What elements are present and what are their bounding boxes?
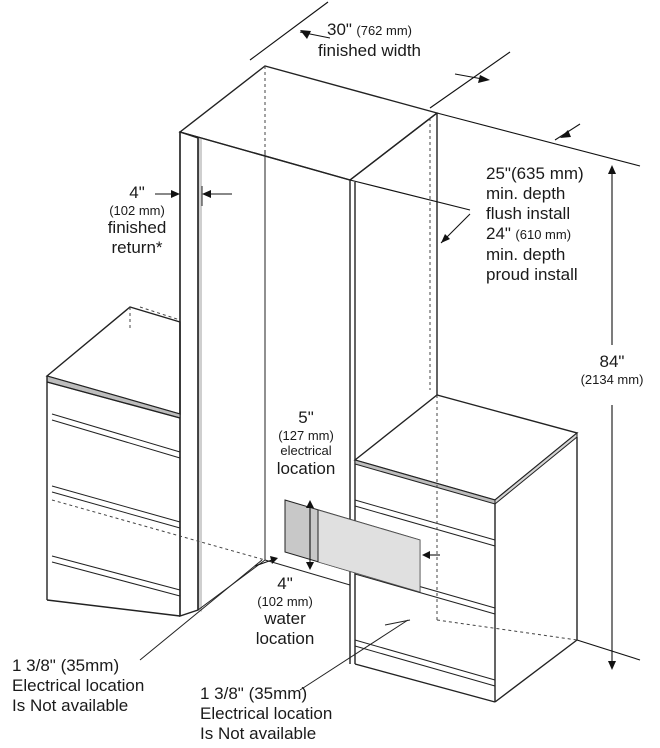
water-label: 4" (102 mm) water location [240, 574, 330, 649]
electrical-dim: 5" [298, 408, 314, 427]
right-cabinet [353, 394, 579, 703]
water-dim: 4" [277, 574, 293, 593]
electrical-line2: location [276, 458, 336, 478]
width-text: finished width [318, 40, 422, 60]
height-metric: (2134 mm) [580, 372, 644, 388]
return-dim: 4" [129, 183, 145, 202]
return-label: 4" (102 mm) finished return* [92, 183, 182, 258]
width-label: 30" (762 mm) finished width [318, 20, 421, 62]
water-line2: location [255, 629, 315, 649]
left-note-dim: 1 3/8" (35mm) [12, 656, 120, 675]
return-line2: return* [111, 238, 163, 258]
right-note-line1: Electrical location [200, 704, 333, 724]
width-dim: 30" [326, 20, 352, 39]
electrical-line1: electrical [280, 443, 332, 459]
flush-line1: min. depth [486, 184, 566, 204]
electrical-metric: (127 mm) [278, 428, 334, 444]
return-line1: finished [107, 218, 167, 238]
depth-label: 25"(635 mm) min. depth flush install 24"… [486, 164, 584, 285]
right-note: 1 3/8" (35mm) Electrical location Is Not… [200, 684, 332, 744]
return-panel [198, 138, 202, 612]
proud-dim: 24" [486, 224, 511, 244]
enclosure [178, 65, 439, 664]
return-dimension [155, 186, 232, 206]
note-leaders [139, 559, 411, 691]
water-metric: (102 mm) [257, 594, 313, 610]
proud-line1: min. depth [486, 245, 566, 265]
height-dim: 84" [599, 352, 625, 371]
water-line1: water [264, 609, 306, 629]
proud-metric: (610 mm) [515, 227, 572, 243]
height-label: 84" (2134 mm) [566, 352, 658, 387]
width-dimension [249, 1, 511, 109]
left-note: 1 3/8" (35mm) Electrical location Is Not… [12, 656, 144, 716]
left-note-line2: Is Not available [12, 696, 129, 716]
return-metric: (102 mm) [109, 203, 165, 219]
width-metric: (762 mm) [356, 23, 413, 38]
electrical-label: 5" (127 mm) electrical location [266, 408, 346, 479]
flush-dim: 25"(635 mm) [486, 164, 584, 183]
utility-zone [254, 499, 440, 593]
flush-line2: flush install [486, 204, 571, 224]
left-cabinet [45, 306, 266, 617]
proud-line2: proud install [486, 265, 578, 285]
right-note-line2: Is Not available [200, 724, 317, 744]
right-note-dim: 1 3/8" (35mm) [200, 684, 308, 703]
left-note-line1: Electrical location [12, 676, 145, 696]
depth-height-dimension [349, 112, 641, 670]
